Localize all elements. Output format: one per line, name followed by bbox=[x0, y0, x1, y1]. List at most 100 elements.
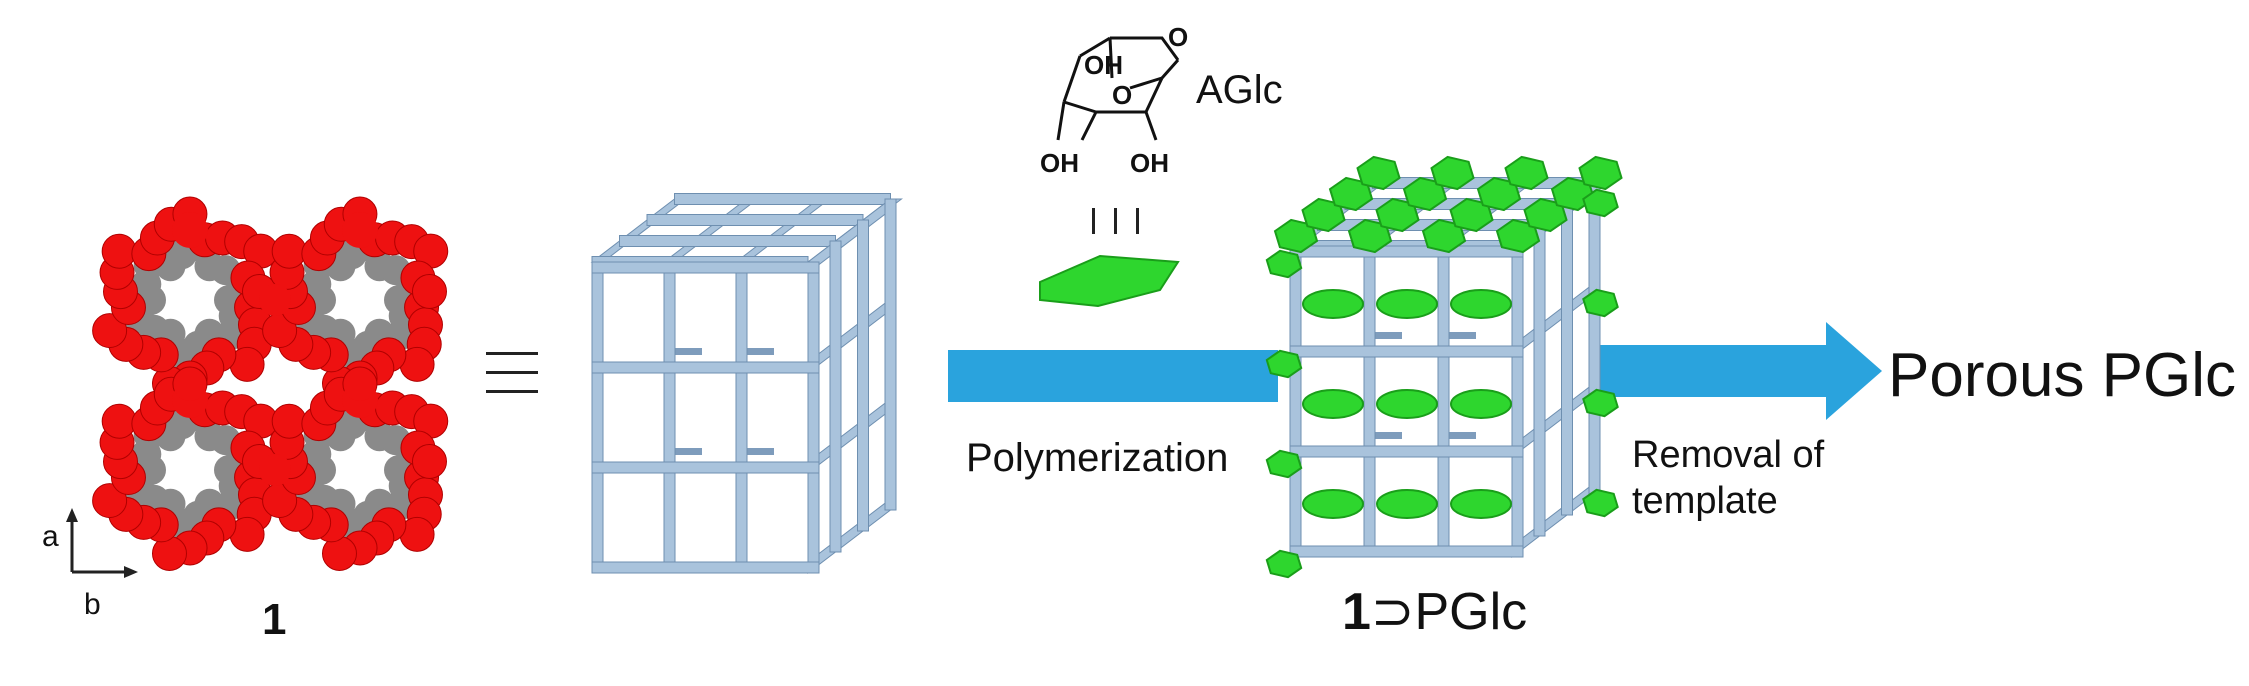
complex-label: 1⊃PGlc bbox=[1342, 583, 1528, 641]
axis-indicator bbox=[66, 508, 138, 578]
lattice-beam bbox=[734, 198, 831, 263]
aglc-structure bbox=[1056, 36, 1180, 141]
polymer-unit bbox=[1302, 289, 1364, 319]
lattice-beam bbox=[1372, 432, 1402, 439]
polymer-unit bbox=[1376, 489, 1438, 519]
polymer-unit bbox=[1450, 489, 1512, 519]
compound-label: 1 bbox=[262, 595, 287, 644]
oxygen-atom-label: O bbox=[1112, 80, 1132, 110]
polymer-unit bbox=[1504, 155, 1549, 191]
hydroxyl-label: OH bbox=[1130, 148, 1169, 178]
lattice-beam bbox=[1289, 345, 1524, 358]
oxygen-atom bbox=[92, 483, 128, 519]
lattice-beam bbox=[1511, 245, 1524, 558]
polymer-unit bbox=[1450, 289, 1512, 319]
polymer-unit bbox=[1265, 249, 1303, 279]
framework-unit bbox=[92, 366, 279, 572]
lattice-beam bbox=[1511, 281, 1595, 359]
oxygen-atom bbox=[101, 233, 137, 269]
identity-symbol bbox=[1114, 208, 1117, 234]
lattice-beam bbox=[1533, 224, 1546, 537]
polymer-unit bbox=[1578, 155, 1623, 191]
framework-with-polymer bbox=[1265, 155, 1623, 579]
lattice-beam bbox=[1289, 545, 1524, 558]
hydroxyl-label: OH bbox=[1084, 50, 1123, 80]
lattice-beam bbox=[1561, 203, 1573, 516]
framework-lattice bbox=[590, 193, 903, 575]
lattice-beam bbox=[1437, 245, 1450, 558]
lattice-beam bbox=[735, 261, 748, 574]
lattice-beam bbox=[591, 461, 820, 474]
equivalence-symbol bbox=[486, 352, 538, 400]
oxygen-atom bbox=[344, 369, 376, 401]
oxygen-atom bbox=[172, 212, 208, 248]
lattice-beam bbox=[807, 397, 891, 475]
hydroxyl-label: OH bbox=[1040, 148, 1079, 178]
lattice-beam bbox=[857, 219, 869, 532]
lattice-beam bbox=[1289, 445, 1524, 458]
framework-unit bbox=[92, 196, 279, 402]
lattice-beam bbox=[1446, 432, 1476, 439]
oxygen-atom bbox=[411, 444, 447, 480]
lattice-beam bbox=[1588, 182, 1601, 495]
polymer-unit bbox=[1265, 449, 1303, 479]
lattice-beam bbox=[1363, 245, 1376, 558]
lattice-beam bbox=[619, 235, 836, 247]
polymer-unit bbox=[1582, 388, 1619, 418]
lattice-beam bbox=[807, 297, 891, 375]
lattice-beam bbox=[1511, 381, 1595, 459]
oxygen-atom bbox=[259, 454, 291, 486]
lattice-beam bbox=[672, 448, 702, 455]
framework-unit bbox=[262, 196, 449, 402]
oxygen-atom bbox=[101, 403, 137, 439]
product-label: Porous PGlc bbox=[1888, 341, 2237, 410]
polymer-unit bbox=[1376, 389, 1438, 419]
lattice-beam bbox=[591, 261, 604, 574]
polymer-unit bbox=[1302, 389, 1364, 419]
lattice-beam bbox=[590, 198, 687, 263]
lattice-beam bbox=[1289, 245, 1302, 558]
monomer-name-label: AGlc bbox=[1196, 68, 1283, 112]
polymerization-label: Polymerization bbox=[966, 436, 1229, 480]
lattice-beam bbox=[662, 198, 759, 263]
lattice-beam bbox=[829, 240, 842, 553]
lattice-beam bbox=[1372, 332, 1402, 339]
polymer-unit bbox=[1265, 349, 1303, 379]
removal-label: Removal of template bbox=[1632, 434, 1825, 522]
lattice-beam bbox=[672, 348, 702, 355]
process-arrow-2 bbox=[1590, 322, 1882, 420]
lattice-beam bbox=[744, 448, 774, 455]
polymer-unit bbox=[1356, 155, 1401, 191]
lattice-beam bbox=[884, 198, 897, 511]
polymer-unit bbox=[1302, 489, 1364, 519]
lattice-beam bbox=[591, 561, 820, 574]
lattice-beam bbox=[807, 497, 891, 575]
crystal-packing-model bbox=[92, 196, 449, 572]
oxygen-atom bbox=[271, 403, 307, 439]
polymer-unit bbox=[1582, 488, 1619, 518]
oxygen-atom bbox=[271, 233, 307, 269]
process-arrow-1-shaft bbox=[948, 350, 1278, 402]
oxygen-atom bbox=[92, 313, 128, 349]
identity-symbol bbox=[1092, 208, 1095, 234]
lattice-beam bbox=[1511, 481, 1595, 559]
polymer-unit bbox=[1582, 188, 1619, 218]
polymer-unit bbox=[1582, 288, 1619, 318]
axis-a-label: a bbox=[42, 520, 59, 553]
lattice-beam bbox=[646, 214, 864, 226]
lattice-beam bbox=[1446, 332, 1476, 339]
oxygen-atom bbox=[174, 369, 206, 401]
oxygen-atom-label: O bbox=[1168, 22, 1188, 52]
polymer-unit bbox=[1430, 155, 1475, 191]
lattice-beam bbox=[674, 193, 891, 205]
monomer-hexagon-icon bbox=[1039, 254, 1180, 308]
lattice-beam bbox=[744, 348, 774, 355]
lattice-beam bbox=[591, 361, 820, 374]
oxygen-atom bbox=[259, 284, 291, 316]
lattice-beam bbox=[1289, 245, 1524, 258]
lattice-beam bbox=[807, 261, 820, 574]
oxygen-atom bbox=[411, 274, 447, 310]
lattice-beam bbox=[591, 261, 820, 274]
oxygen-atom bbox=[342, 212, 378, 248]
polymer-unit bbox=[1450, 389, 1512, 419]
